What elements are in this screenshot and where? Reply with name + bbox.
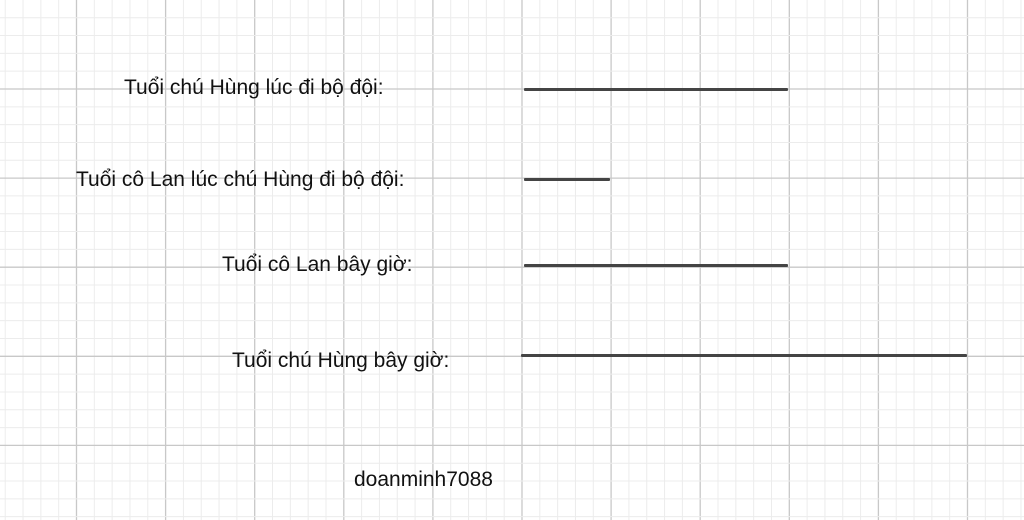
label-lan-age-now: Tuổi cô Lan bây giờ:	[222, 253, 413, 276]
segment-lan-age-now	[524, 264, 789, 267]
segment-hung-age-then	[524, 88, 789, 91]
segment-lan-age-then	[524, 178, 611, 181]
label-hung-age-now: Tuổi chú Hùng bây giờ:	[232, 349, 450, 372]
label-hung-age-then: Tuổi chú Hùng lúc đi bộ đội:	[124, 76, 384, 99]
label-lan-age-then: Tuổi cô Lan lúc chú Hùng đi bộ đội:	[76, 168, 405, 191]
segment-hung-age-now	[521, 354, 967, 357]
watermark: doanminh7088	[354, 468, 493, 491]
